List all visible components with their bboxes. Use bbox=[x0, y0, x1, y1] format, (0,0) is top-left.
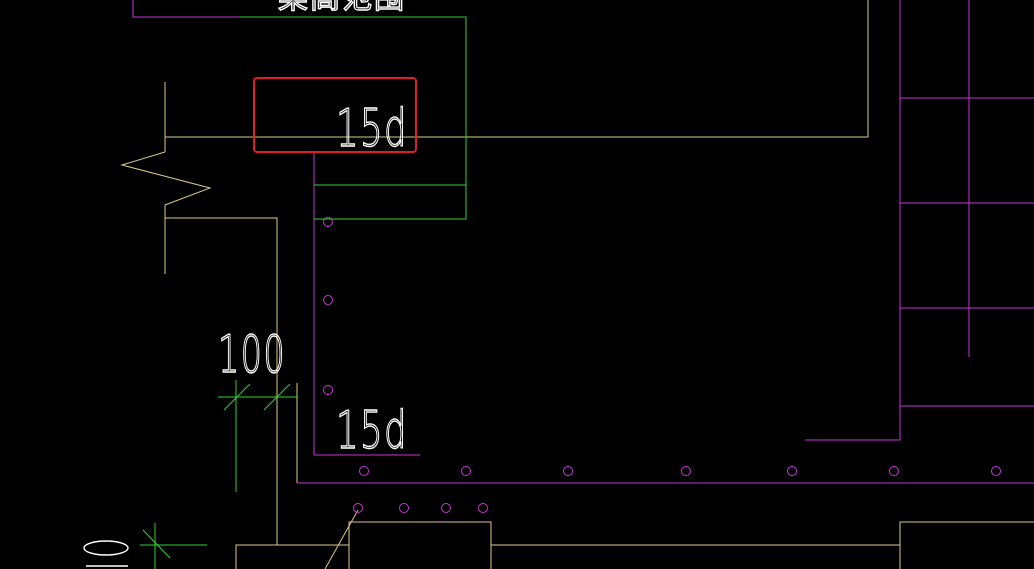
green-lines bbox=[140, 16, 467, 569]
anchor-length-label-lower: 15d bbox=[336, 401, 408, 461]
rebar-dot bbox=[441, 503, 451, 513]
rebar-dot bbox=[478, 503, 488, 513]
partial-symbol bbox=[83, 540, 129, 567]
rebar-dot bbox=[399, 503, 409, 513]
rebar-dots bbox=[323, 217, 1001, 513]
rebar-dot bbox=[889, 466, 899, 476]
structure-outline bbox=[120, 0, 1034, 569]
rebar-dot bbox=[323, 217, 333, 227]
highlight-box[interactable] bbox=[253, 77, 417, 153]
rebar-dot bbox=[991, 466, 1001, 476]
footing-right bbox=[899, 521, 1034, 569]
rebar-dot bbox=[563, 466, 573, 476]
break-line-zigzag bbox=[120, 151, 212, 274]
beam-outline-top bbox=[165, 0, 869, 138]
rebar-dot bbox=[359, 466, 369, 476]
green-box bbox=[240, 16, 467, 220]
right-wall-rebar bbox=[805, 0, 901, 441]
diagonal-line bbox=[324, 509, 359, 569]
rebar-dot bbox=[323, 295, 333, 305]
anchor-length-label-upper: 15d bbox=[336, 99, 408, 159]
dimension-tick-left bbox=[223, 383, 251, 411]
dimension-tick-right bbox=[263, 383, 291, 411]
top-partial-label: 梁高范围 bbox=[278, 0, 406, 16]
rebar-dot bbox=[461, 466, 471, 476]
footing-mid bbox=[348, 521, 492, 569]
rebar-lines bbox=[132, 0, 1034, 484]
footing-left bbox=[235, 544, 349, 569]
top-rebar bbox=[132, 0, 240, 18]
rebar-dot bbox=[353, 503, 363, 513]
dimension-label: 100 bbox=[218, 325, 286, 385]
rebar-dot bbox=[681, 466, 691, 476]
rebar-dot bbox=[323, 385, 333, 395]
partial-zero-glyph bbox=[83, 540, 129, 556]
column-outline bbox=[165, 217, 278, 545]
cross-d1 bbox=[142, 529, 171, 559]
rebar-dot bbox=[787, 466, 797, 476]
